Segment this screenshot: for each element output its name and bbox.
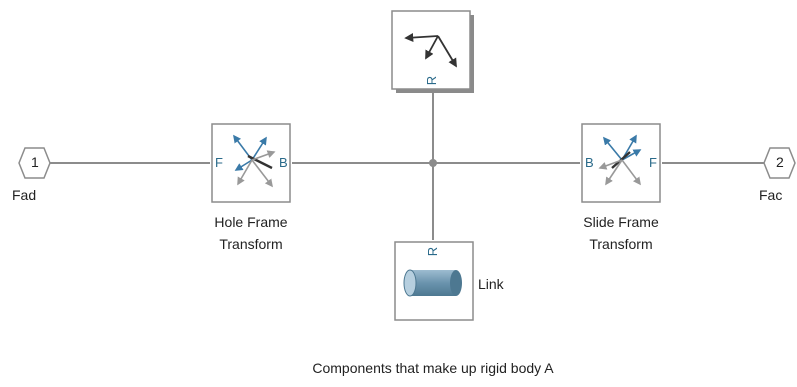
slide-frame-port-f: F <box>649 155 657 170</box>
hole-frame-port-b: B <box>279 155 288 170</box>
inport1-shape[interactable] <box>18 147 51 179</box>
hole-frame-transform-block[interactable] <box>211 123 291 203</box>
slide-frame-icon <box>598 134 642 186</box>
frame-axes-icon <box>404 33 457 68</box>
diagram-caption: Components that make up rigid body A <box>312 360 554 376</box>
cylinder-icon <box>403 269 462 297</box>
slide-frame-label-line1: Slide Frame <box>583 214 659 230</box>
inport2-shape[interactable] <box>763 147 796 179</box>
hole-frame-icon <box>233 134 276 188</box>
inport1-label: Fad <box>12 187 37 203</box>
inport2-label: Fac <box>759 187 783 203</box>
slide-frame-label-line2: Transform <box>589 236 653 252</box>
rigid-frame-port-r: R <box>424 75 440 86</box>
slide-frame-transform-block[interactable] <box>581 123 661 203</box>
hole-frame-port-f: F <box>215 155 223 170</box>
junction-dot <box>429 159 437 167</box>
hole-frame-label-line1: Hole Frame <box>214 214 288 230</box>
inport2-number: 2 <box>776 154 784 170</box>
inport1-number: 1 <box>31 154 39 170</box>
link-port-r: R <box>425 246 441 257</box>
link-block[interactable] <box>394 241 474 321</box>
connection-lines <box>50 93 764 240</box>
hole-frame-label-line2: Transform <box>219 236 283 252</box>
rigid-frame-block[interactable] <box>391 10 474 93</box>
link-label: Link <box>478 276 504 292</box>
slide-frame-port-b: B <box>585 155 594 170</box>
